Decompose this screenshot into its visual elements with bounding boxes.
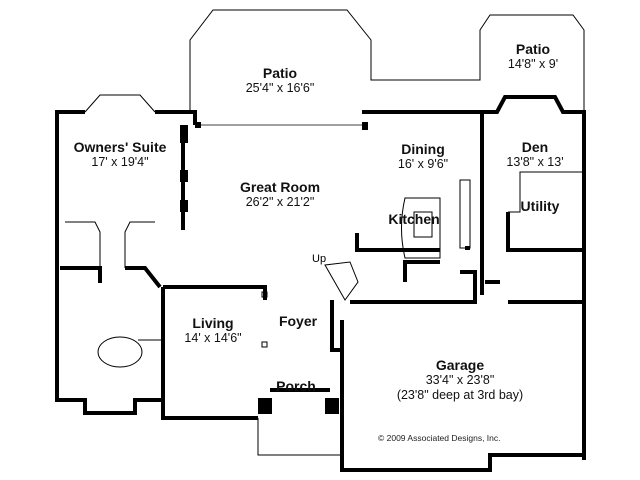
bay-window bbox=[84, 94, 156, 113]
room-utility: Utility bbox=[520, 198, 560, 214]
patio-outline bbox=[189, 9, 585, 112]
copyright-notice: © 2009 Associated Designs, Inc. bbox=[378, 433, 501, 443]
room-foyer: Foyer bbox=[278, 313, 318, 329]
owners-suite-walls bbox=[55, 110, 163, 415]
stairs-up-label: Up bbox=[312, 253, 327, 265]
room-porch: Porch bbox=[276, 378, 316, 394]
room-kitchen: Kitchen bbox=[388, 211, 440, 227]
